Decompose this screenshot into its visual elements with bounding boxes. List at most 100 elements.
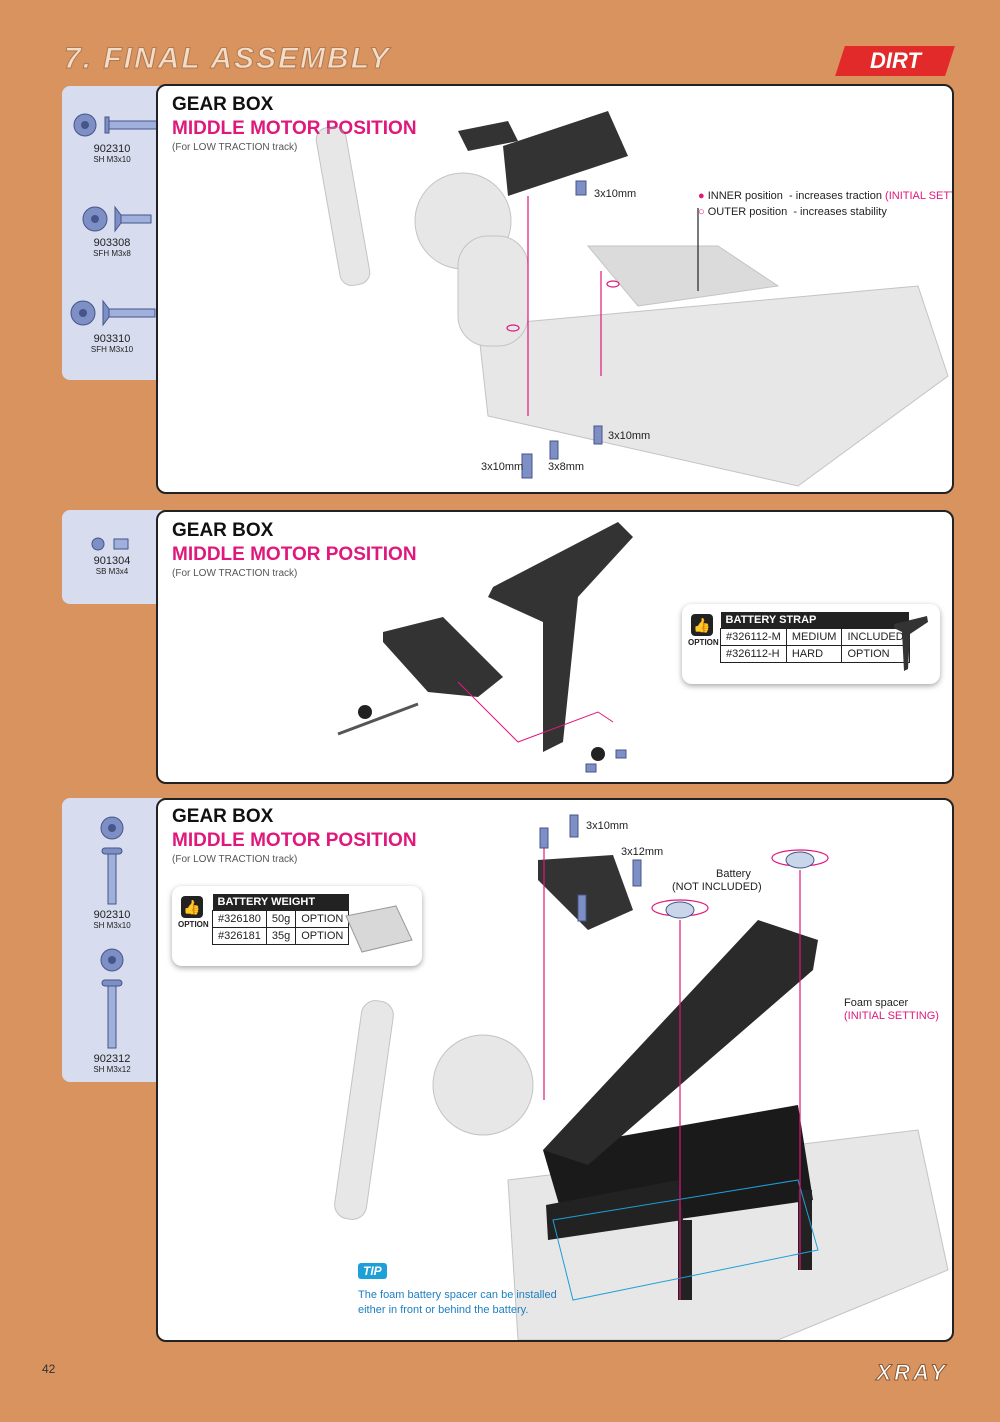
motor xyxy=(414,172,512,270)
screw-3x10 xyxy=(521,453,533,479)
foam-spacer xyxy=(665,901,695,919)
parts-sidebar-1: 902310 SH M3x10 903308 SFH M3x8 903310 S… xyxy=(62,86,162,380)
table-row: #326181 35g OPTION xyxy=(212,927,350,945)
part-desc: SH M3x12 xyxy=(93,1065,131,1074)
button-head-screw-icon xyxy=(100,948,124,1049)
screw-3x12 xyxy=(577,894,587,922)
step-2-marker xyxy=(591,747,605,761)
screw-top-label: 3x10mm xyxy=(594,188,637,200)
legend-inner: ● INNER position - increases traction (I… xyxy=(698,190,954,202)
part-item: 902312 SH M3x12 xyxy=(62,946,162,1074)
screw-3x8 xyxy=(549,440,559,460)
option-header: BATTERY WEIGHT xyxy=(212,894,349,911)
set-screw xyxy=(615,749,627,759)
motor xyxy=(432,1034,534,1136)
battery-strap-rail xyxy=(586,245,780,307)
outer-ring-icon: ○ xyxy=(698,206,705,218)
option-box-strap: 👍 OPTION BATTERY STRAP #326112-M MEDIUM … xyxy=(682,604,940,684)
part-code: 903308 xyxy=(93,237,131,249)
option-table: BATTERY WEIGHT #326180 50g OPTION #32618… xyxy=(212,894,350,945)
motor-can xyxy=(457,235,529,347)
part-item: 903310 SFH M3x10 xyxy=(62,296,162,354)
part-code: 902310 xyxy=(93,143,131,155)
table-row: #326112-M MEDIUM INCLUDED xyxy=(720,628,910,646)
assembly-panel-3: GEAR BOX MIDDLE MOTOR POSITION (For LOW … xyxy=(156,798,954,1342)
section-note: (For LOW TRACTION track) xyxy=(172,568,298,579)
page-title: 7. FINAL ASSEMBLY xyxy=(64,42,391,76)
part-item: 903308 SFH M3x8 xyxy=(62,204,162,258)
inner-hole-marker xyxy=(506,324,520,332)
shock-absorber xyxy=(315,126,371,286)
tip-line-2: either in front or behind the battery. xyxy=(358,1304,529,1316)
tip-line-1: The foam battery spacer can be installed xyxy=(358,1289,557,1301)
table-row: #326112-H HARD OPTION xyxy=(720,645,910,663)
part-desc: SFH M3x8 xyxy=(93,249,131,258)
section-title: GEAR BOX xyxy=(172,94,274,115)
section-note: (For LOW TRACTION track) xyxy=(172,854,298,865)
foam-spacer-label: Foam spacer xyxy=(844,997,909,1009)
battery-weight-thumbnail xyxy=(345,905,413,953)
guide-line xyxy=(457,681,614,743)
gearbox-bracket xyxy=(458,121,518,151)
battery-label: Battery xyxy=(716,868,751,880)
section-subtitle: MIDDLE MOTOR POSITION xyxy=(172,118,417,139)
strap-bracket xyxy=(538,855,633,930)
chassis-illustration xyxy=(315,111,949,487)
part-item: 902310 SH M3x10 xyxy=(62,814,162,930)
step-1-marker xyxy=(358,705,372,719)
battery-assembly-illustration xyxy=(334,814,949,1340)
screw-a-label: 3x10mm xyxy=(586,820,629,832)
brand-logo: DIRT xyxy=(835,46,955,76)
outer-hole-marker xyxy=(606,280,620,288)
foam-spacer-post xyxy=(678,1220,692,1300)
screw-b-label: 3x8mm xyxy=(548,461,585,473)
gearbox-mount xyxy=(503,111,628,196)
part-desc: SH M3x10 xyxy=(93,155,131,164)
screw-c-label: 3x10mm xyxy=(608,430,651,442)
parts-sidebar-2: 901304 SB M3x4 xyxy=(62,510,162,604)
screw-3x10 xyxy=(539,827,549,849)
screw-3x12 xyxy=(632,859,642,887)
screw-3x10 xyxy=(593,425,603,445)
battery-strap xyxy=(488,522,633,752)
battery-strap-thumbnail xyxy=(894,616,928,671)
part-desc: SFH M3x10 xyxy=(90,345,134,354)
tip-badge: TIP xyxy=(358,1263,387,1279)
foam-spacer-post xyxy=(798,1190,812,1270)
spacer-outline xyxy=(552,1179,819,1301)
button-head-screw-icon xyxy=(100,816,124,905)
legend-outer: ○ OUTER position - increases stability xyxy=(698,206,887,218)
part-item: 901304 SB M3x4 xyxy=(62,536,162,576)
option-header: BATTERY STRAP xyxy=(720,612,910,629)
section-subtitle: MIDDLE MOTOR POSITION xyxy=(172,830,417,851)
part-code: 903310 xyxy=(93,333,131,345)
part-desc: SH M3x10 xyxy=(93,921,131,930)
thumbs-up-icon: 👍 xyxy=(691,614,713,636)
set-screw-icon xyxy=(91,537,129,551)
set-screw xyxy=(585,763,597,773)
table-row: #326180 50g OPTION xyxy=(212,910,350,928)
thumbs-up-icon: 👍 xyxy=(181,896,203,918)
chassis-plate xyxy=(477,285,949,487)
screw-3x10 xyxy=(569,814,579,838)
part-desc: SB M3x4 xyxy=(95,567,129,576)
screw-top xyxy=(575,180,587,196)
section-subtitle: MIDDLE MOTOR POSITION xyxy=(172,544,417,565)
screw-b-label: 3x12mm xyxy=(621,846,664,858)
shock-absorber xyxy=(334,1000,394,1220)
section-title: GEAR BOX xyxy=(172,520,274,541)
flat-head-screw-icon xyxy=(82,205,152,233)
part-code: 901304 xyxy=(93,555,131,567)
tip-box: TIP The foam battery spacer can be insta… xyxy=(358,1262,557,1318)
option-table: BATTERY STRAP #326112-M MEDIUM INCLUDED … xyxy=(720,612,910,663)
section-title: GEAR BOX xyxy=(172,806,274,827)
part-item: 902310 SH M3x10 xyxy=(62,110,162,164)
strap-bracket xyxy=(383,617,503,697)
button-head-screw-icon xyxy=(73,113,158,137)
assembly-panel-2: GEAR BOX MIDDLE MOTOR POSITION (For LOW … xyxy=(156,510,954,784)
option-badge: 👍 OPTION xyxy=(688,614,719,647)
battery-strap-illustration xyxy=(337,522,633,773)
section-note: (For LOW TRACTION track) xyxy=(172,142,298,153)
part-code: 902310 xyxy=(93,909,131,921)
battery-note: (NOT INCLUDED) xyxy=(672,881,762,893)
